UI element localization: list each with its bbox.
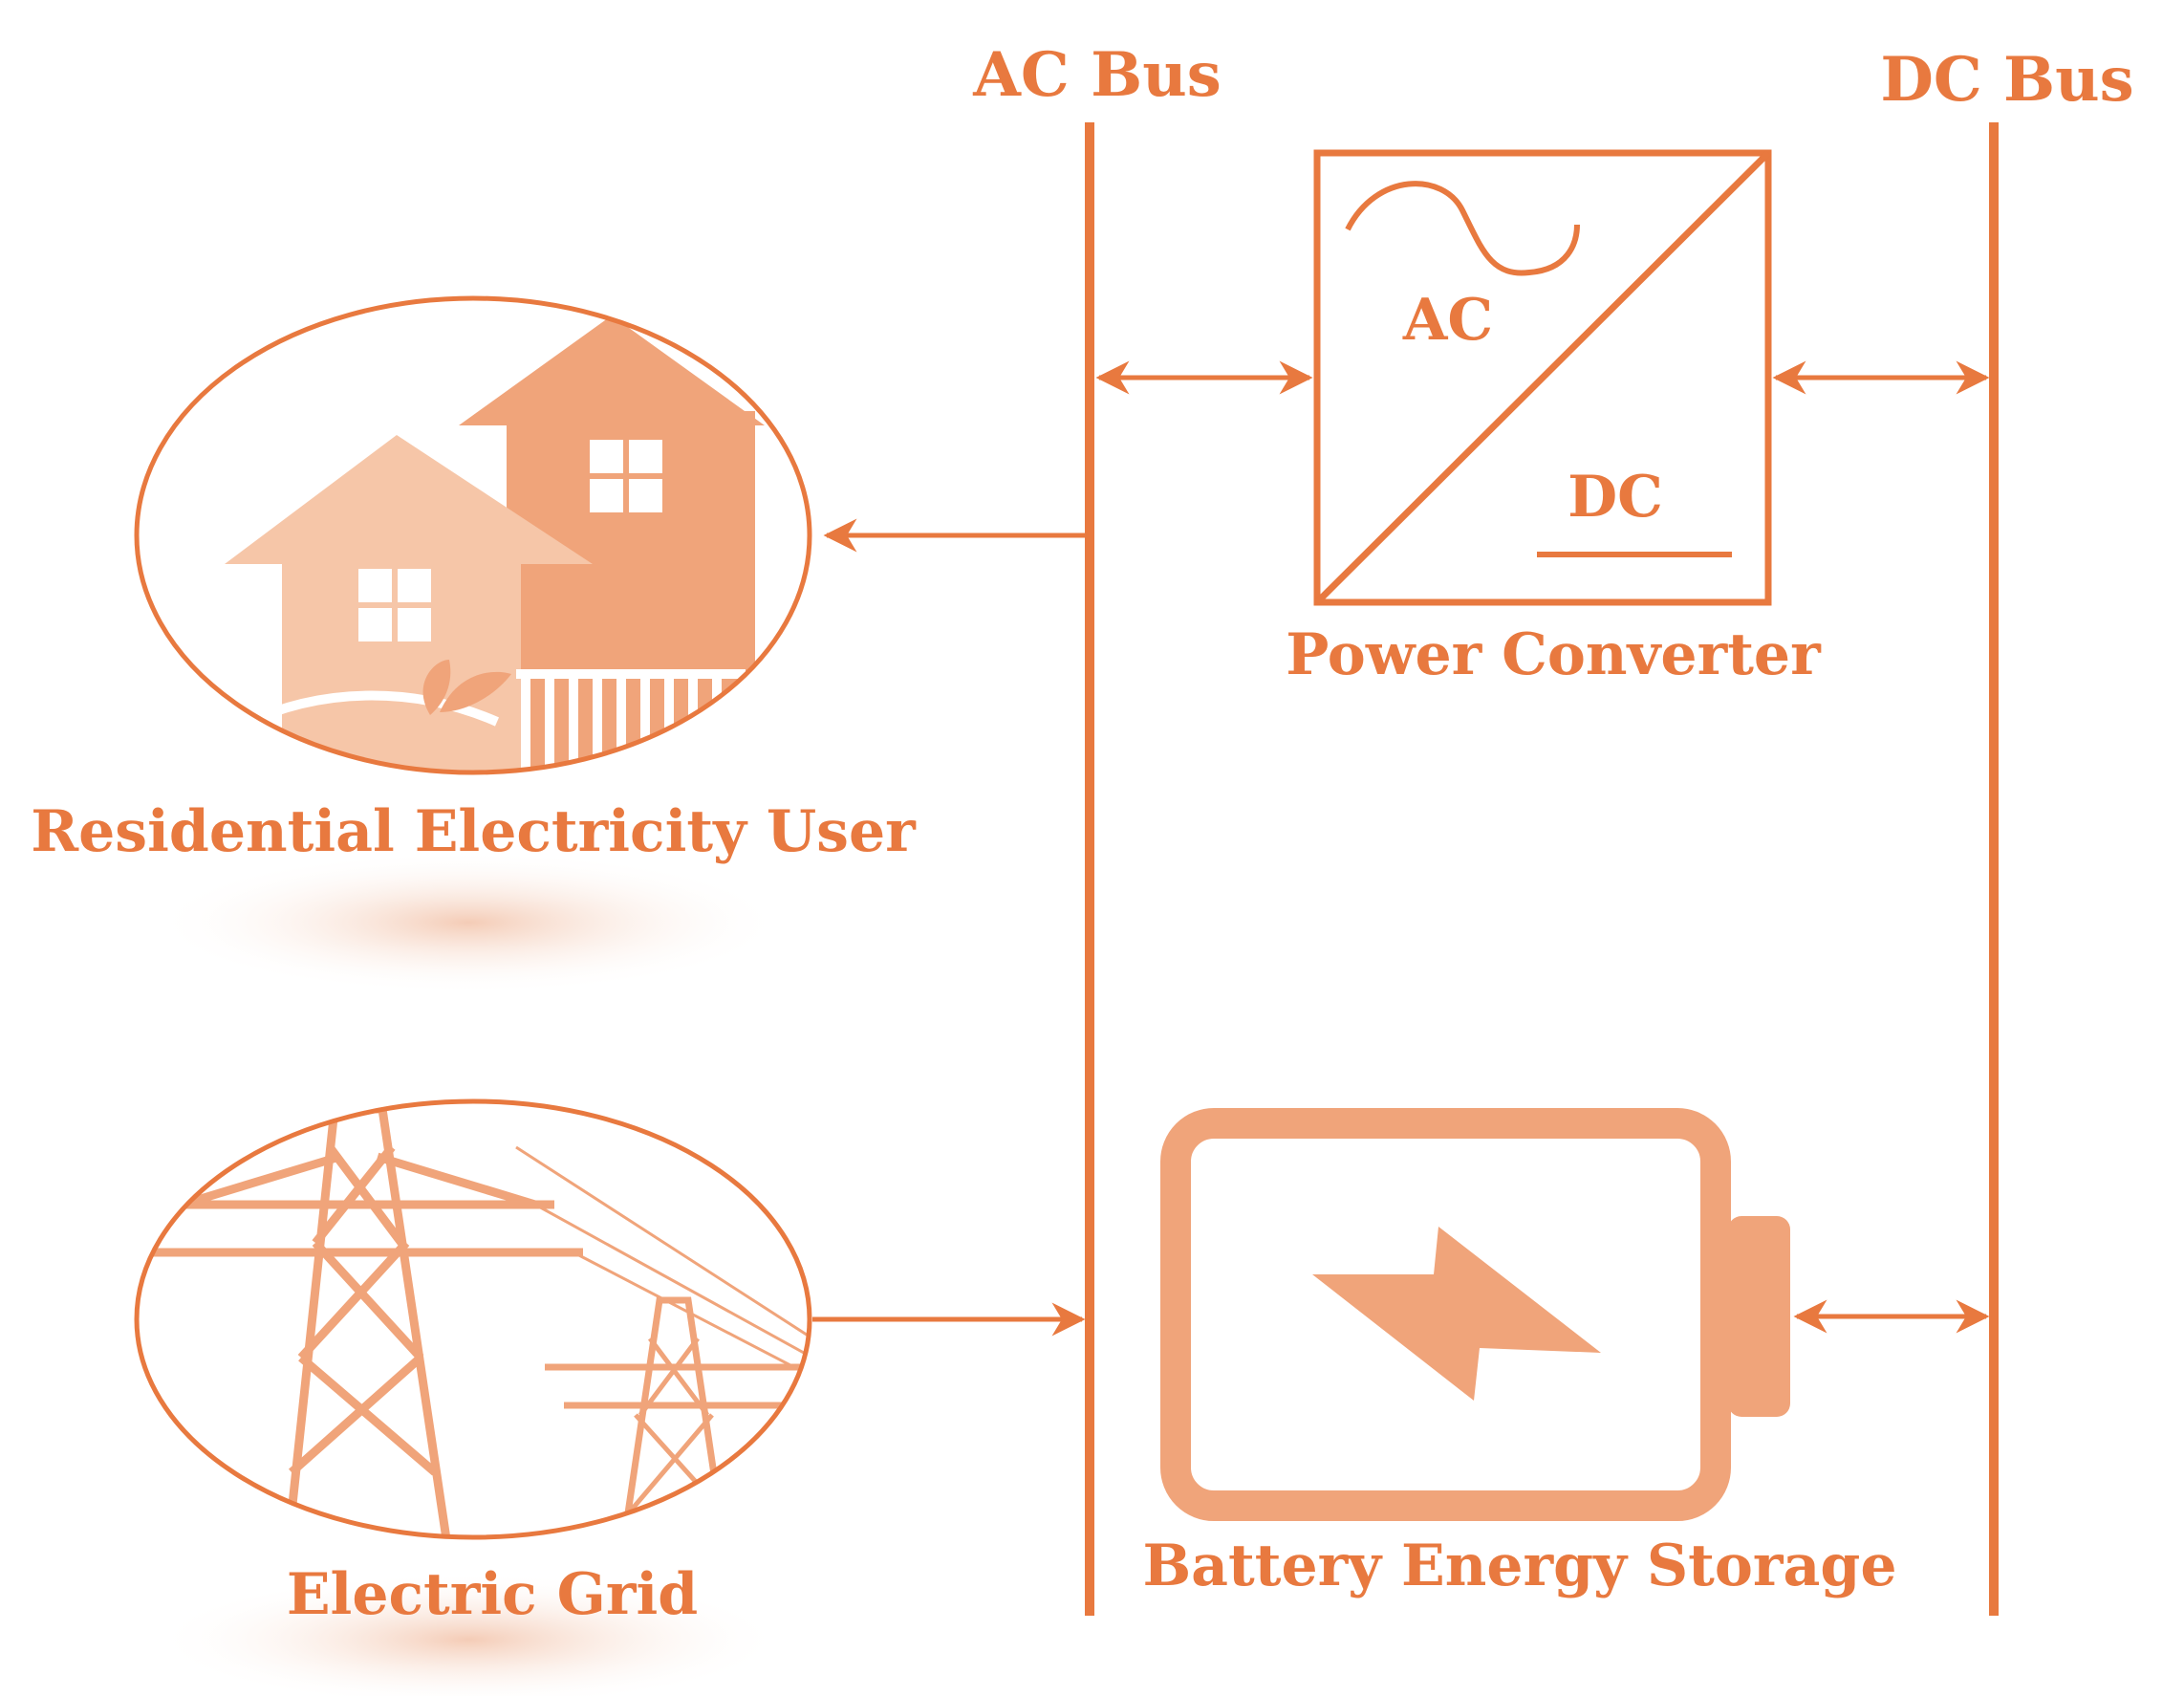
battery-storage-label: Battery Energy Storage (1142, 1533, 1896, 1599)
sine-wave-icon (1345, 181, 1580, 276)
converter-ac-label: AC (1402, 287, 1493, 354)
ac-bus-label: AC Bus (972, 39, 1222, 111)
residential-user-node (134, 295, 812, 775)
power-converter: AC DC (1313, 149, 1772, 606)
grid-ellipse (134, 1098, 812, 1540)
houses-icon (225, 315, 765, 772)
converter-diagonal (1314, 150, 1771, 605)
transmission-tower-icon (137, 1104, 810, 1537)
electric-grid-node (134, 1098, 812, 1540)
grid-shadow (153, 1573, 784, 1696)
electric-grid-label: Electric Grid (287, 1561, 698, 1628)
dc-bus-label: DC Bus (1880, 44, 2133, 116)
battery-icon (1160, 1108, 1790, 1521)
residential-user-label: Residential Electricity User (31, 798, 917, 865)
converter-dc-label: DC (1568, 464, 1663, 531)
battery-body (1160, 1108, 1731, 1521)
residential-shadow (153, 851, 784, 994)
battery-terminal (1728, 1216, 1790, 1417)
power-converter-label: Power Converter (1286, 621, 1822, 688)
residential-ellipse (134, 295, 812, 775)
converter-box (1313, 149, 1772, 606)
lightning-bolt-icon (1312, 1227, 1601, 1401)
